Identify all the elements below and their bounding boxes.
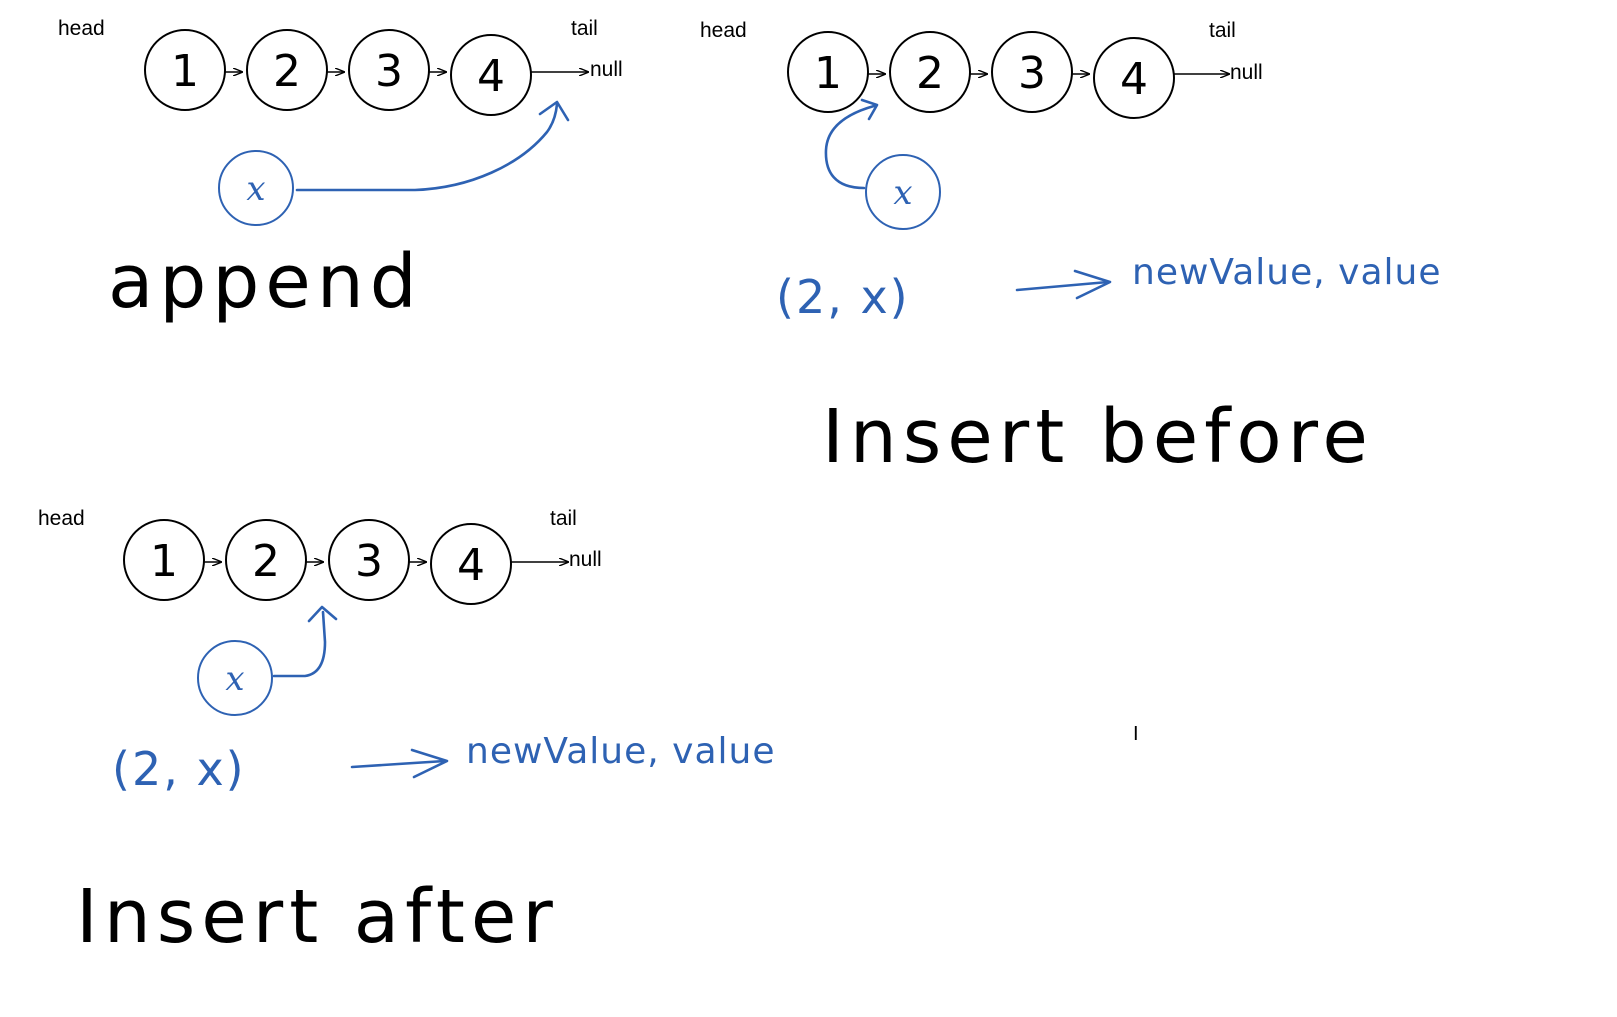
node-value: 3 xyxy=(355,536,383,587)
tail-label: tail xyxy=(550,507,577,530)
maps-to-arrow xyxy=(350,759,447,769)
new-node: x xyxy=(218,150,294,226)
list-node: 3 xyxy=(348,29,430,111)
node-value: 3 xyxy=(375,46,403,97)
operation-title: Insert after xyxy=(76,874,559,960)
null-label: null xyxy=(590,58,623,81)
node-value: 1 xyxy=(171,46,199,97)
maps-to-arrow xyxy=(1015,280,1110,292)
insert-arrowhead xyxy=(860,98,879,121)
list-node: 3 xyxy=(328,519,410,601)
node-value: 3 xyxy=(1018,48,1046,99)
append-panel: head tail null 1 2 3 4 x append xyxy=(58,17,623,325)
node-value: 2 xyxy=(916,48,944,99)
null-label: null xyxy=(569,548,602,571)
node-value: 4 xyxy=(477,51,505,102)
insert-arrow xyxy=(272,610,327,678)
list-node: 4 xyxy=(1093,37,1175,119)
null-label: null xyxy=(1230,61,1263,84)
head-label: head xyxy=(700,19,747,42)
parameter-names: newValue, value xyxy=(1132,252,1442,293)
operation-title: Insert before xyxy=(822,394,1374,480)
head-label: head xyxy=(38,507,85,530)
list-node: 1 xyxy=(144,29,226,111)
list-node: 4 xyxy=(430,523,512,605)
new-node-value: x xyxy=(893,173,912,213)
maps-to-arrowhead xyxy=(1073,269,1112,300)
list-node: 2 xyxy=(889,31,971,113)
list-node: 1 xyxy=(123,519,205,601)
new-node: x xyxy=(197,640,273,716)
new-node-value: x xyxy=(246,169,265,209)
tail-label: tail xyxy=(1209,19,1236,42)
new-node-value: x xyxy=(225,659,244,699)
node-value: 1 xyxy=(814,48,842,99)
text-cursor: I xyxy=(1133,723,1139,745)
operation-title: append xyxy=(108,239,423,325)
call-arguments: (2, x) xyxy=(776,270,910,324)
node-value: 2 xyxy=(252,536,280,587)
insert-arrow xyxy=(295,102,559,192)
list-node: 2 xyxy=(225,519,307,601)
call-arguments: (2, x) xyxy=(112,742,246,796)
node-value: 2 xyxy=(273,46,301,97)
parameter-names: newValue, value xyxy=(466,731,776,772)
node-value: 4 xyxy=(457,540,485,591)
list-node: 2 xyxy=(246,29,328,111)
node-value: 1 xyxy=(150,536,178,587)
insert-arrowhead xyxy=(538,100,570,122)
tail-label: tail xyxy=(571,17,598,40)
list-node: 1 xyxy=(787,31,869,113)
insert-arrow xyxy=(824,104,876,190)
insert-arrowhead xyxy=(307,605,338,623)
list-node: 4 xyxy=(450,34,532,116)
node-value: 4 xyxy=(1120,54,1148,105)
maps-to-arrowhead xyxy=(410,748,449,779)
new-node: x xyxy=(865,154,941,230)
list-node: 3 xyxy=(991,31,1073,113)
insert-after-panel: head tail null 1 2 3 4 x (2, x) xyxy=(38,507,776,960)
insert-before-panel: head tail null 1 2 3 4 x (2, x) xyxy=(700,19,1442,480)
head-label: head xyxy=(58,17,105,40)
